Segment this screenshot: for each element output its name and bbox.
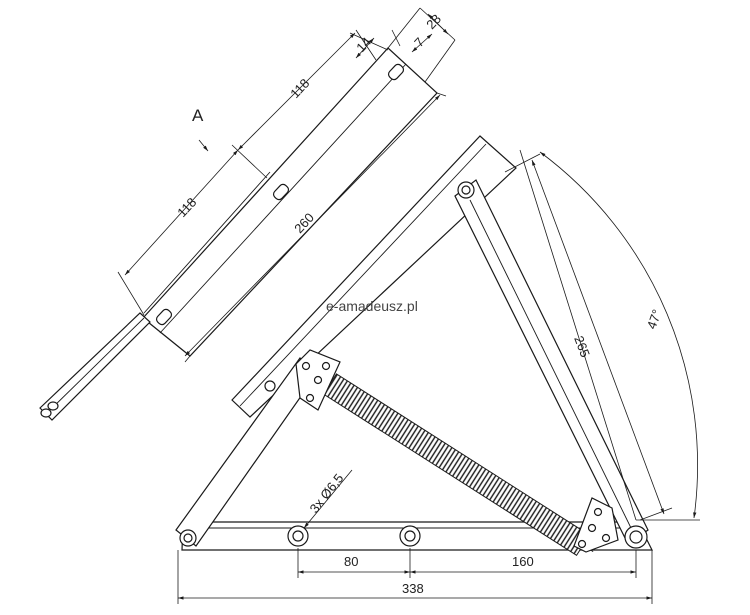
dim-338: 338 — [402, 581, 424, 596]
main-dimensions: 80 160 338 3x Ø6,5 265 47° — [177, 149, 700, 604]
dim-7: 7 — [411, 35, 427, 51]
mount-hole-2-inner — [404, 530, 416, 542]
dim-holes: 3x Ø6,5 — [307, 471, 347, 516]
lower-bracket-hole-2 — [587, 523, 597, 533]
dim-80: 80 — [344, 554, 358, 569]
slot-hole-top — [387, 63, 405, 81]
lower-bracket-hole-4 — [577, 539, 587, 549]
slot-hole-bottom — [155, 308, 173, 326]
lower-bracket-hole-1 — [593, 507, 603, 517]
pivot-top-inner — [461, 185, 471, 195]
mount-hole-1-inner — [292, 530, 304, 542]
pivot-lid — [264, 380, 276, 392]
view-label: A — [192, 106, 204, 125]
view-arrow — [198, 139, 209, 152]
hinge-mechanism — [175, 135, 653, 557]
pivot-right-base-inner — [629, 530, 643, 544]
upper-bracket-hole-2 — [321, 361, 331, 371]
lid-arm — [231, 135, 517, 418]
angle-arc — [539, 151, 698, 519]
side-view-a — [39, 47, 438, 421]
upper-bracket-hole-3 — [305, 393, 315, 403]
upper-bracket-hole-4 — [313, 375, 323, 385]
pivot-left-base-inner — [183, 533, 193, 543]
dim-angle: 47° — [644, 307, 665, 331]
lower-bracket-hole-3 — [601, 533, 611, 543]
dim-28: 28 — [423, 11, 444, 32]
upper-bracket-hole-1 — [301, 361, 311, 371]
watermark: e-amadeusz.pl — [326, 298, 418, 314]
dim-265: 265 — [571, 334, 593, 360]
dim-160: 160 — [512, 554, 534, 569]
